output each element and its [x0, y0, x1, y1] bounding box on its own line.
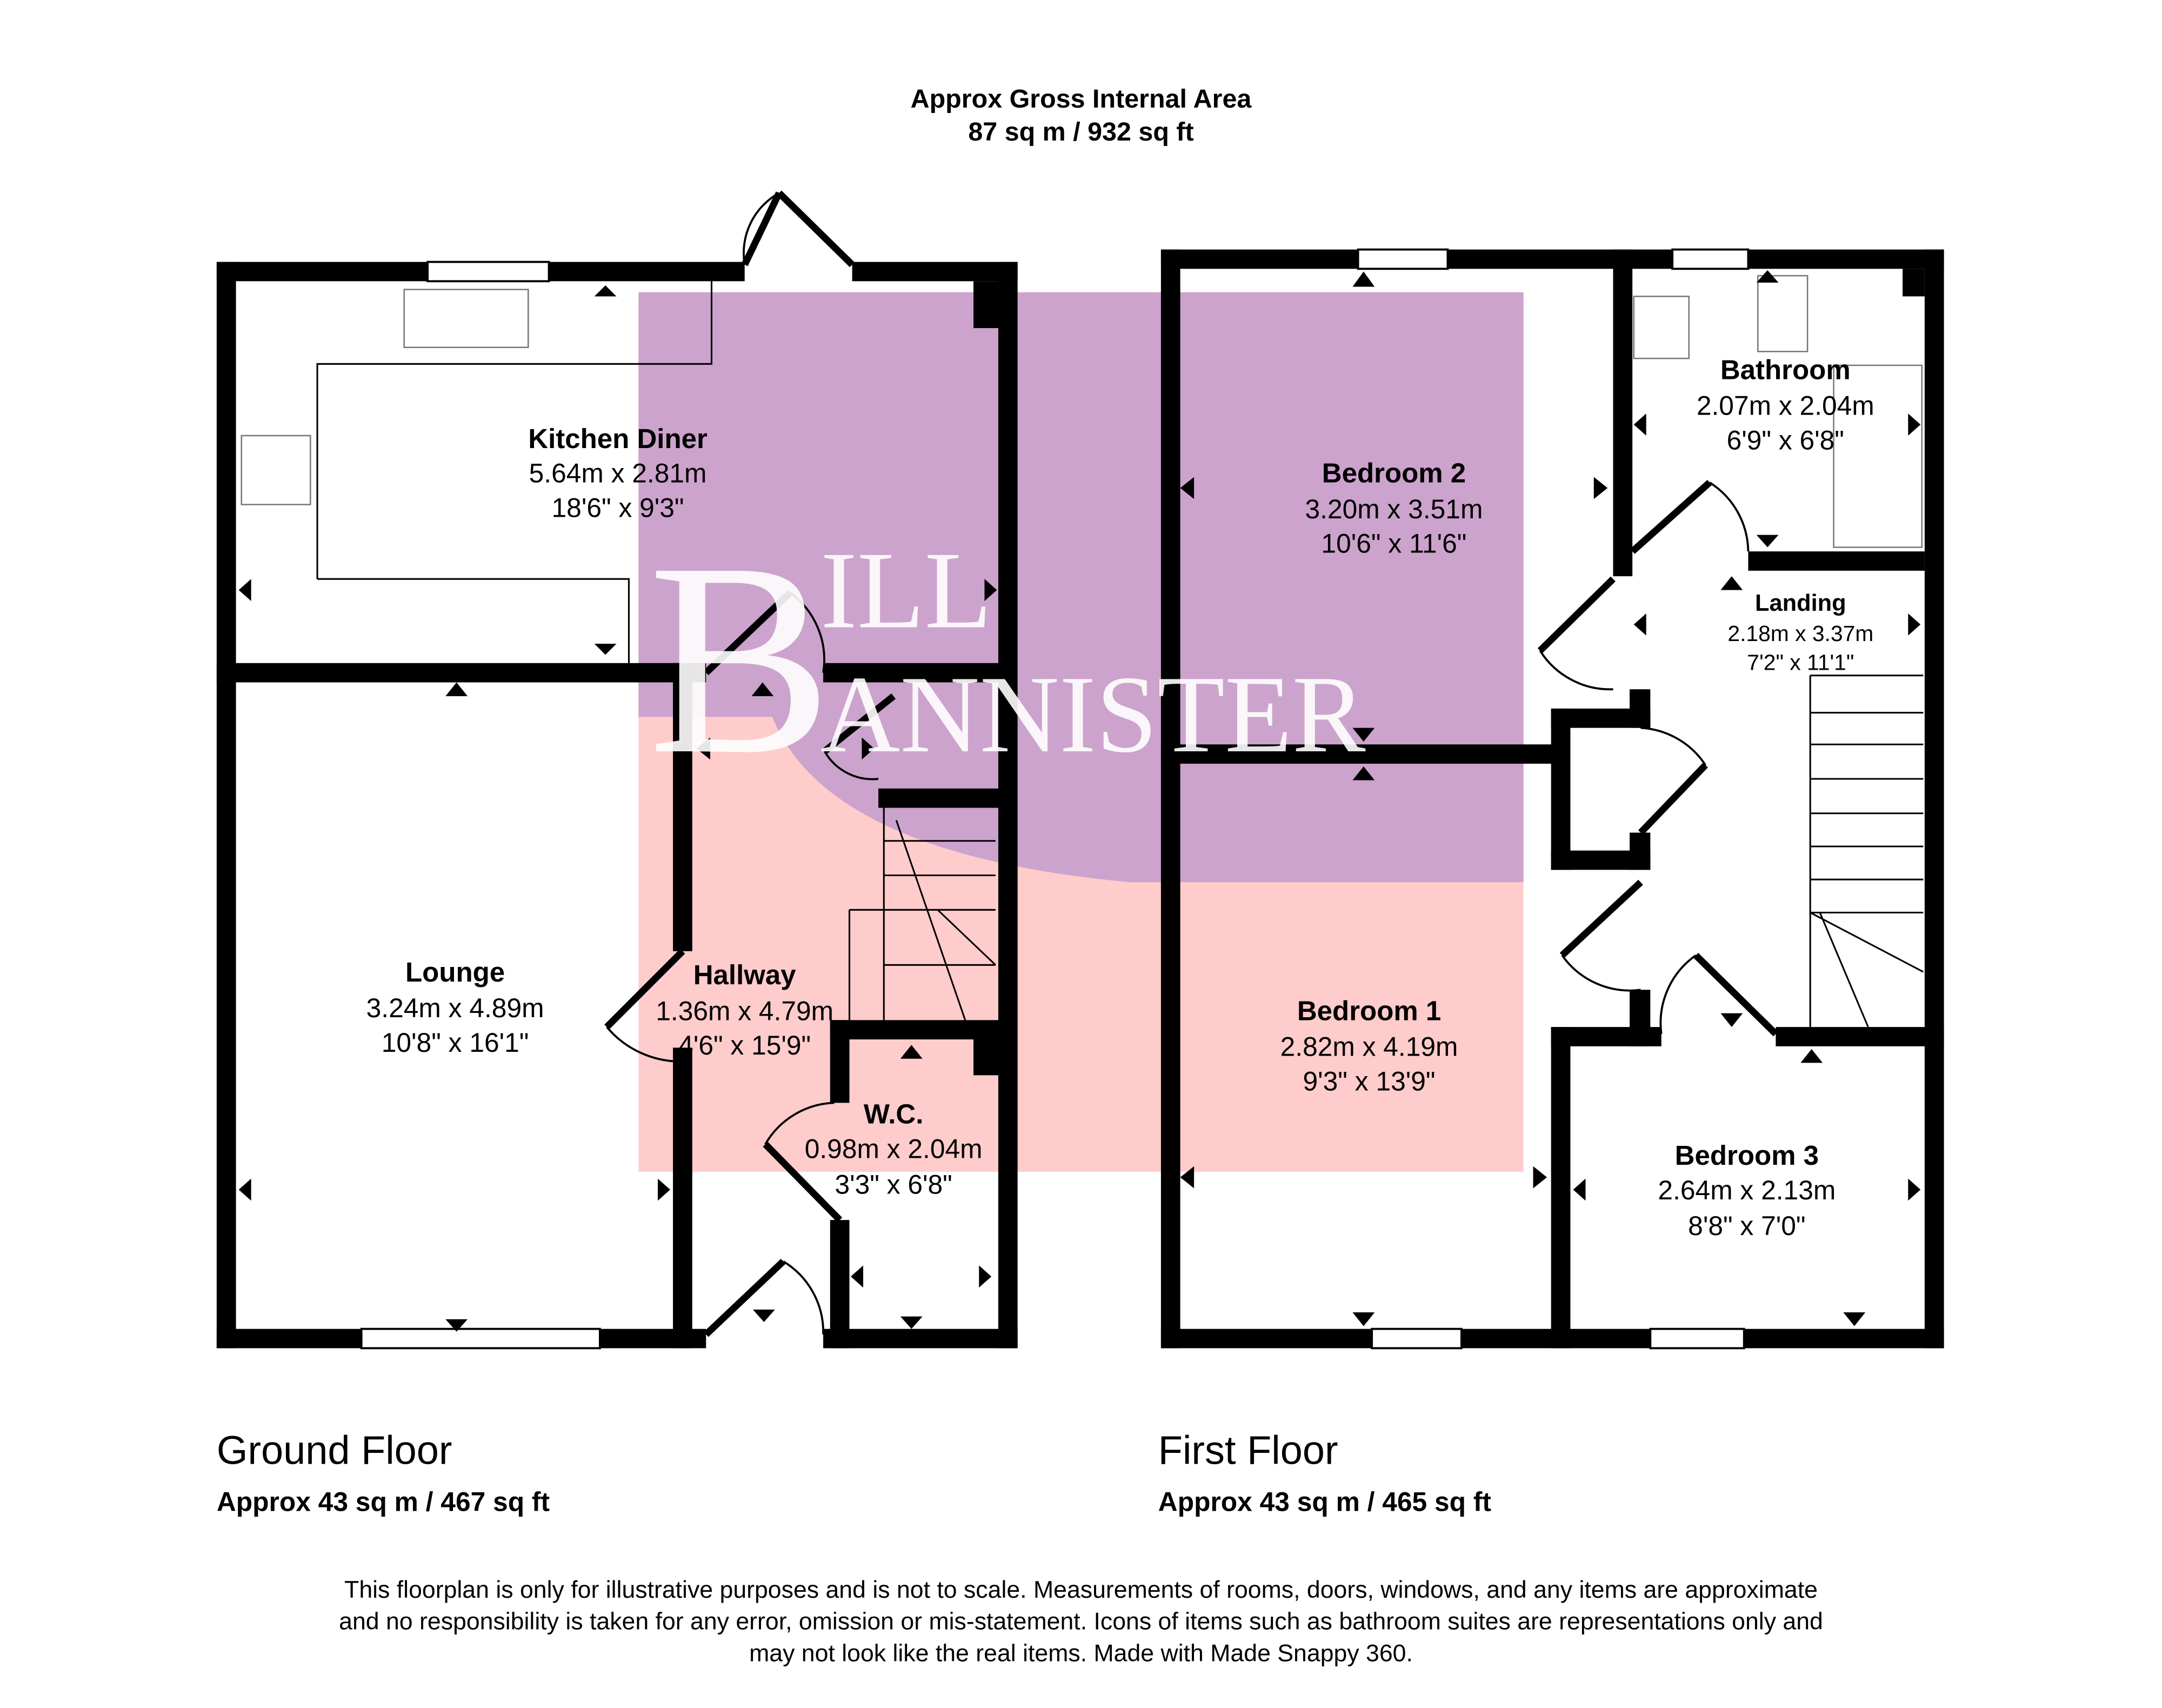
ground-floor-area: Approx 43 sq m / 467 sq ft	[217, 1486, 550, 1517]
svg-text:B: B	[648, 506, 832, 811]
svg-text:ILL: ILL	[820, 529, 992, 651]
disclaimer-line-1: This floorplan is only for illustrative …	[344, 1577, 1818, 1603]
room-hallway: Hallway 1.36m x 4.79m 4'6" x 15'9"	[656, 959, 833, 1060]
svg-text:Kitchen Diner: Kitchen Diner	[528, 423, 708, 454]
ground-floor-title: Ground Floor	[217, 1428, 452, 1473]
svg-text:2.82m x 4.19m: 2.82m x 4.19m	[1280, 1032, 1458, 1062]
svg-text:1.36m x 4.79m: 1.36m x 4.79m	[656, 996, 833, 1026]
room-bathroom: Bathroom 2.07m x 2.04m 6'9" x 6'8"	[1697, 354, 1874, 455]
svg-text:10'8" x 16'1": 10'8" x 16'1"	[382, 1028, 529, 1058]
svg-text:Lounge: Lounge	[405, 957, 505, 988]
svg-text:7'2" x 11'1": 7'2" x 11'1"	[1747, 650, 1854, 675]
svg-text:2.07m x 2.04m: 2.07m x 2.04m	[1697, 391, 1874, 421]
svg-text:4'6" x 15'9": 4'6" x 15'9"	[678, 1030, 811, 1060]
svg-text:3'3" x 6'8": 3'3" x 6'8"	[835, 1170, 952, 1200]
svg-text:Hallway: Hallway	[693, 959, 797, 990]
svg-text:Bedroom 1: Bedroom 1	[1297, 995, 1441, 1026]
svg-text:2.18m x 3.37m: 2.18m x 3.37m	[1727, 621, 1873, 646]
svg-text:10'6" x 11'6": 10'6" x 11'6"	[1321, 529, 1466, 559]
room-landing: Landing 2.18m x 3.37m 7'2" x 11'1"	[1727, 590, 1873, 675]
svg-text:18'6" x 9'3": 18'6" x 9'3"	[552, 492, 684, 523]
svg-text:9'3" x 13'9": 9'3" x 13'9"	[1303, 1066, 1436, 1096]
disclaimer-line-3: may not look like the real items. Made w…	[749, 1640, 1413, 1666]
disclaimer-line-2: and no responsibility is taken for any e…	[339, 1609, 1823, 1635]
watermark-logo: B ILL ANNISTER	[638, 292, 1524, 1172]
room-lounge: Lounge 3.24m x 4.89m 10'8" x 16'1"	[366, 957, 544, 1058]
first-floor-area: Approx 43 sq m / 465 sq ft	[1158, 1486, 1491, 1517]
svg-text:Bedroom 2: Bedroom 2	[1322, 458, 1466, 489]
room-bedroom-1: Bedroom 1 2.82m x 4.19m 9'3" x 13'9"	[1280, 995, 1458, 1096]
gross-area-value: 87 sq m / 932 sq ft	[968, 117, 1193, 146]
svg-text:Bathroom: Bathroom	[1720, 354, 1851, 385]
svg-text:Landing: Landing	[1755, 590, 1846, 616]
svg-text:ANNISTER: ANNISTER	[820, 653, 1366, 776]
room-bedroom-2: Bedroom 2 3.20m x 3.51m 10'6" x 11'6"	[1305, 458, 1483, 559]
svg-text:3.20m x 3.51m: 3.20m x 3.51m	[1305, 494, 1483, 524]
svg-text:8'8" x 7'0": 8'8" x 7'0"	[1688, 1211, 1805, 1241]
room-bedroom-3: Bedroom 3 2.64m x 2.13m 8'8" x 7'0"	[1658, 1140, 1836, 1241]
svg-text:0.98m x 2.04m: 0.98m x 2.04m	[805, 1133, 983, 1164]
svg-text:Bedroom 3: Bedroom 3	[1675, 1140, 1819, 1171]
svg-text:2.64m x 2.13m: 2.64m x 2.13m	[1658, 1175, 1836, 1205]
svg-text:5.64m x 2.81m: 5.64m x 2.81m	[529, 458, 707, 489]
room-kitchen-diner: Kitchen Diner 5.64m x 2.81m 18'6" x 9'3"	[528, 423, 708, 523]
first-floor-title: First Floor	[1158, 1428, 1338, 1473]
room-wc: W.C. 0.98m x 2.04m 3'3" x 6'8"	[805, 1099, 983, 1200]
svg-text:3.24m x 4.89m: 3.24m x 4.89m	[366, 993, 544, 1023]
svg-text:W.C.: W.C.	[864, 1099, 924, 1130]
svg-text:6'9" x 6'8": 6'9" x 6'8"	[1727, 425, 1844, 455]
gross-area-title: Approx Gross Internal Area	[911, 84, 1252, 114]
